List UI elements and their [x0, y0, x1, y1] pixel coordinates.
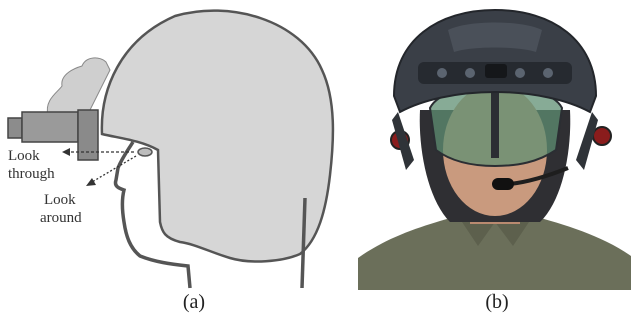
sensor-1 — [437, 68, 447, 78]
helmet-shell — [102, 11, 333, 262]
eye — [138, 148, 152, 156]
sensor-3 — [515, 68, 525, 78]
label-look-around-1: Look — [44, 192, 76, 208]
tracking-light-right — [593, 127, 611, 145]
sensor-2 — [465, 68, 475, 78]
pilot-helmet-photo — [358, 0, 631, 290]
diagram-panel-a: Look through Look around — [0, 0, 340, 290]
look-around-arrowhead — [86, 178, 96, 186]
caption-a: (a) — [164, 291, 224, 314]
look-through-arrowhead — [62, 148, 70, 156]
photo-panel-b — [358, 0, 631, 290]
microphone — [492, 178, 514, 190]
label-look-through-2: through — [8, 166, 55, 182]
label-look-around-2: around — [40, 210, 82, 226]
sensor-center — [485, 64, 507, 78]
exhaust-cloud — [47, 58, 110, 118]
label-look-through-1: Look — [8, 148, 40, 164]
uniform — [358, 216, 631, 290]
hmd-diagram: Look through Look around — [0, 0, 340, 290]
display-body — [22, 112, 78, 142]
display-eyepiece — [8, 118, 22, 138]
sensor-4 — [543, 68, 553, 78]
caption-b: (b) — [467, 291, 527, 314]
visor-nose-bridge — [491, 90, 499, 158]
